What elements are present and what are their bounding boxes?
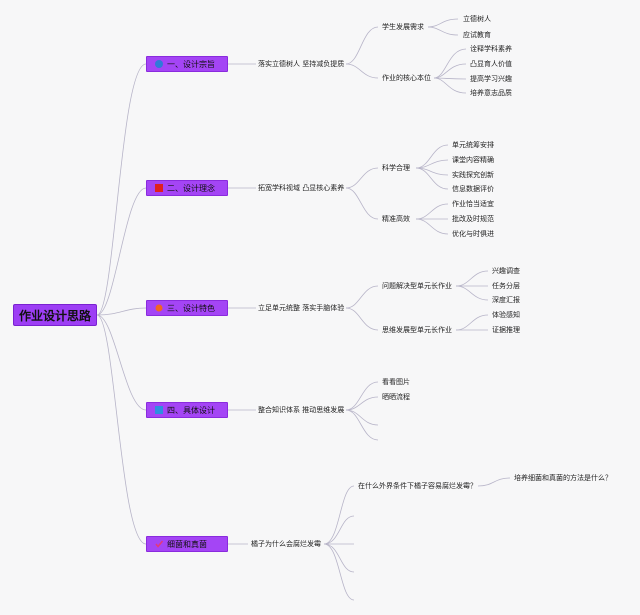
leaf-item[interactable]: 体验感知 xyxy=(492,311,520,319)
leaf-item[interactable]: 应试教育 xyxy=(463,31,491,39)
leaf-item[interactable]: 诠释学科素养 xyxy=(470,45,512,53)
group-label[interactable]: 作业的核心本位 xyxy=(382,74,431,82)
group-label[interactable]: 思维发展型单元长作业 xyxy=(382,326,452,334)
question-child-node[interactable]: 培养细菌和真菌的方法是什么？ xyxy=(514,474,612,482)
leaf-item[interactable]: 兴趣调查 xyxy=(492,267,520,275)
branch-title: 三、设计特色 xyxy=(167,303,215,313)
leaf-item[interactable]: 信息数据评价 xyxy=(452,185,494,193)
branch-subtitle[interactable]: 落实立德树人 坚持减负提质 xyxy=(258,60,345,68)
leaf-item[interactable]: 优化与时俱进 xyxy=(452,230,494,238)
leaf-item[interactable]: 看看图片 xyxy=(382,378,410,386)
leaf-item[interactable]: 培养意志品质 xyxy=(470,89,512,97)
branch-title: 细菌和真菌 xyxy=(167,539,207,549)
leaf-item[interactable]: 立德树人 xyxy=(463,15,491,23)
leaf-item[interactable]: 证据推理 xyxy=(492,326,520,334)
group-label[interactable]: 问题解决型单元长作业 xyxy=(382,282,452,290)
leaf-item[interactable]: 凸显育人价值 xyxy=(470,60,512,68)
leaf-item[interactable]: 晒晒流程 xyxy=(382,393,410,401)
branch-title: 一、设计宗旨 xyxy=(167,59,215,69)
group-label[interactable]: 科学合理 xyxy=(382,164,410,172)
leaf-item[interactable]: 提高学习兴趣 xyxy=(470,75,512,83)
branch-subtitle[interactable]: 橘子为什么会腐烂发霉 xyxy=(251,540,321,548)
branch-title: 二、设计理念 xyxy=(167,183,215,193)
blue-square-icon xyxy=(155,406,163,414)
orange-circle-icon xyxy=(155,304,163,312)
group-label[interactable]: 学生发展需求 xyxy=(382,23,424,31)
branch-specific-design[interactable]: 四、具体设计 xyxy=(146,402,228,418)
question-node[interactable]: 在什么外界条件下橘子容易腐烂发霉？ xyxy=(358,482,477,490)
branch-bacteria-fungi[interactable]: 细菌和真菌 xyxy=(146,536,228,552)
red-square-icon xyxy=(155,184,163,192)
leaf-item[interactable]: 作业恰当适宜 xyxy=(452,200,494,208)
branch-design-concept[interactable]: 二、设计理念 xyxy=(146,180,228,196)
leaf-item[interactable]: 实践探究创新 xyxy=(452,171,494,179)
branch-subtitle[interactable]: 立足单元统整 落实手脑体验 xyxy=(258,304,345,312)
branch-subtitle[interactable]: 拓宽学科视域 凸显核心素养 xyxy=(258,184,345,192)
blue-circle-icon xyxy=(155,60,163,68)
branch-design-features[interactable]: 三、设计特色 xyxy=(146,300,228,316)
pink-check-icon xyxy=(155,540,163,548)
leaf-item[interactable]: 批改及时规范 xyxy=(452,215,494,223)
branch-title: 四、具体设计 xyxy=(167,405,215,415)
leaf-item[interactable]: 任务分层 xyxy=(492,282,520,290)
branch-design-purpose[interactable]: 一、设计宗旨 xyxy=(146,56,228,72)
group-label[interactable]: 精准高效 xyxy=(382,215,410,223)
branch-subtitle[interactable]: 整合知识体系 推动思维发展 xyxy=(258,406,345,414)
root-node[interactable]: 作业设计思路 xyxy=(13,304,97,326)
leaf-item[interactable]: 深度汇报 xyxy=(492,296,520,304)
leaf-item[interactable]: 单元统筹安排 xyxy=(452,141,494,149)
leaf-item[interactable]: 课堂内容精确 xyxy=(452,156,494,164)
